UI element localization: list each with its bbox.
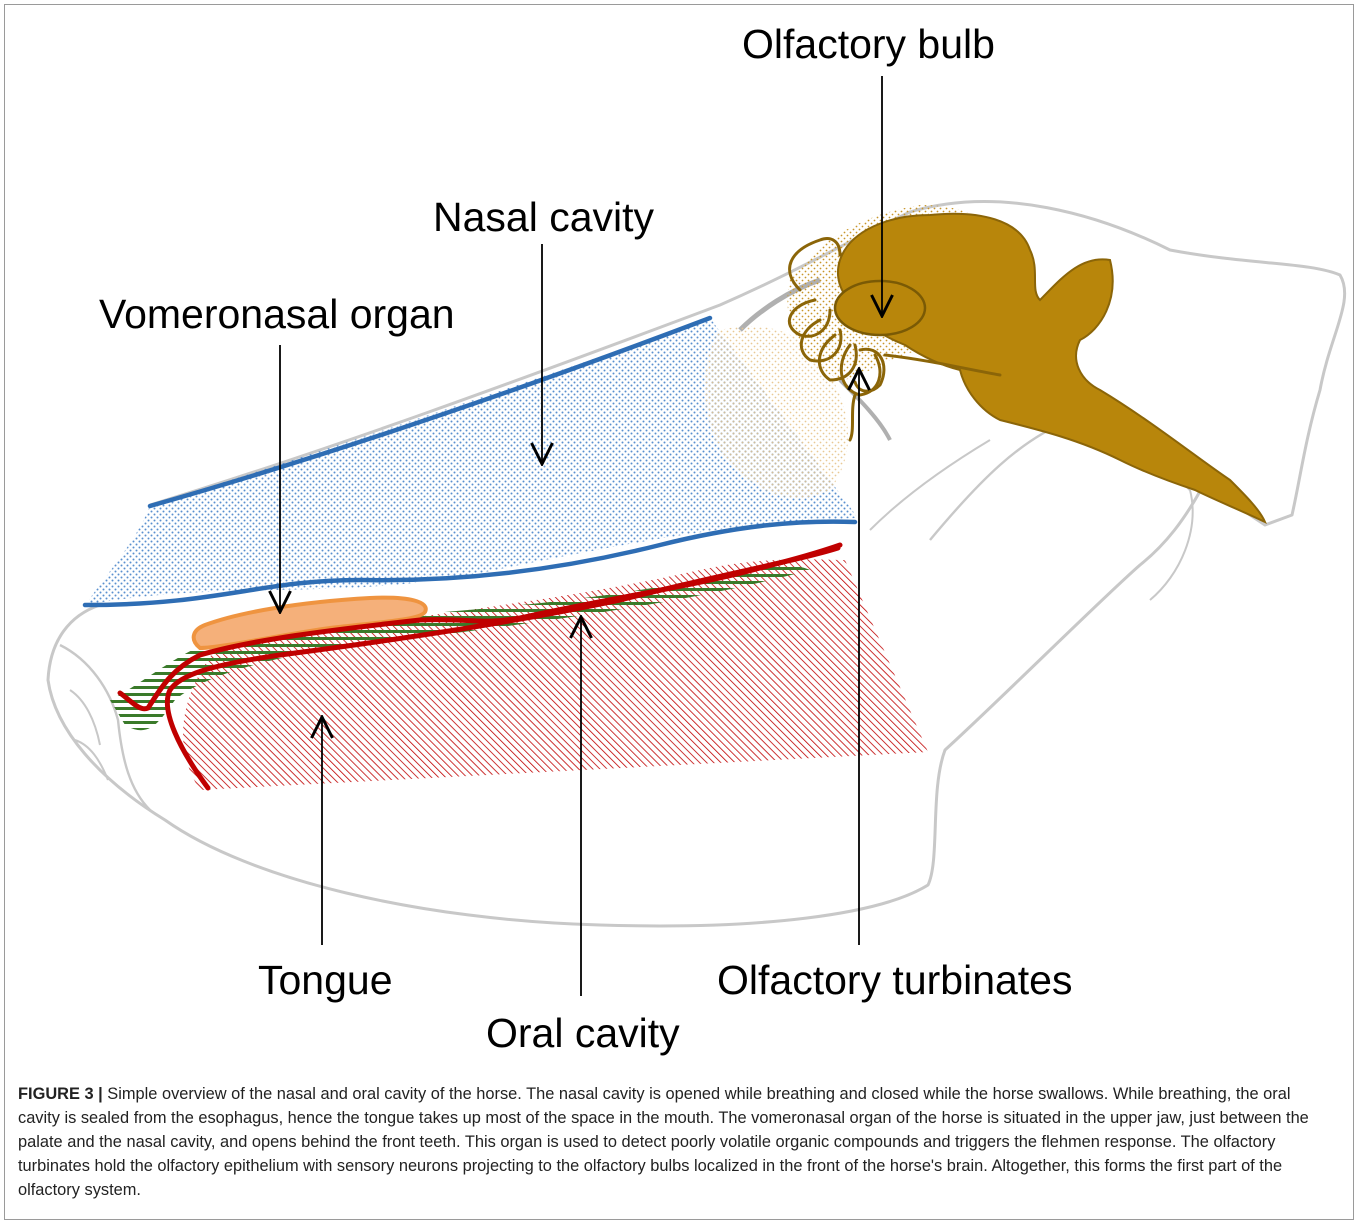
oral-cavity-fill	[183, 559, 928, 790]
brain-shape	[838, 214, 1265, 522]
label-vomeronasal-organ: Vomeronasal organ	[99, 294, 455, 335]
label-nasal-cavity: Nasal cavity	[433, 197, 654, 238]
label-olfactory-bulb: Olfactory bulb	[742, 24, 995, 65]
figure-number: FIGURE 3 |	[18, 1085, 103, 1103]
figure-caption: FIGURE 3 | Simple overview of the nasal …	[18, 1082, 1336, 1202]
olfactory-bulb-shape	[835, 281, 925, 335]
label-olfactory-turbinates: Olfactory turbinates	[717, 960, 1073, 1001]
label-oral-cavity: Oral cavity	[486, 1013, 680, 1054]
caption-text: Simple overview of the nasal and oral ca…	[18, 1085, 1309, 1199]
label-tongue: Tongue	[258, 960, 393, 1001]
